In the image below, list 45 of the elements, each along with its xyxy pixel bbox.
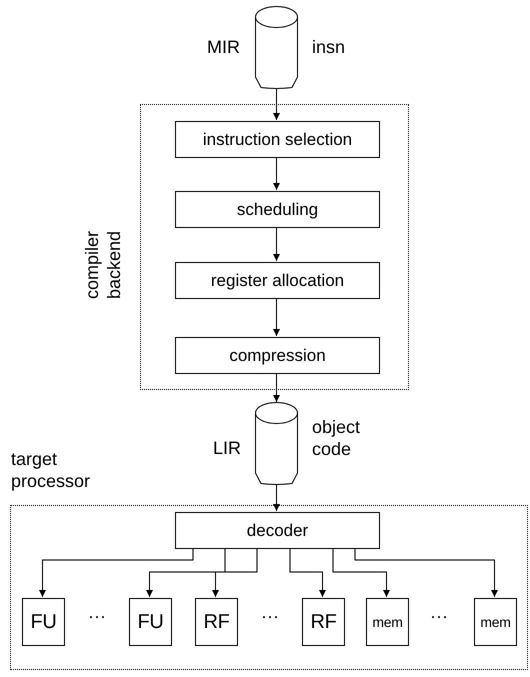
process-box xyxy=(175,512,380,549)
ellipsis-label: ··· xyxy=(88,605,106,627)
process-box xyxy=(195,598,238,646)
side-label: MIR xyxy=(206,36,240,58)
arrow xyxy=(332,548,390,598)
box-label: mem xyxy=(480,614,511,630)
box-label: scheduling xyxy=(236,200,318,220)
arrow xyxy=(273,156,280,190)
box-label: FU xyxy=(30,610,57,634)
arrow xyxy=(39,548,194,598)
process-box xyxy=(175,121,380,158)
box-label: RF xyxy=(310,610,337,634)
database-cylinder xyxy=(255,6,298,89)
process-box xyxy=(175,337,380,374)
process-box xyxy=(302,598,345,646)
arrow xyxy=(354,548,498,598)
group-label: target processor xyxy=(11,448,92,492)
arrow xyxy=(273,226,280,262)
arrow xyxy=(273,88,280,120)
group-label: compiler backend xyxy=(81,230,125,299)
side-label: insn xyxy=(312,36,346,58)
box-label: RF xyxy=(203,610,230,634)
process-box xyxy=(366,598,409,646)
database-cylinder xyxy=(255,402,298,485)
arrow xyxy=(273,484,280,512)
box-label: instruction selection xyxy=(202,130,352,150)
process-box xyxy=(474,598,517,646)
process-box xyxy=(22,598,65,646)
box-label: FU xyxy=(137,610,164,634)
side-label: object code xyxy=(312,416,362,460)
arrow xyxy=(290,548,326,598)
arrow xyxy=(273,298,280,336)
process-box xyxy=(129,598,172,646)
ellipsis-label: ··· xyxy=(430,605,448,627)
process-box xyxy=(175,191,380,228)
arrow xyxy=(146,548,226,598)
process-box xyxy=(175,262,380,299)
arrow xyxy=(212,548,258,598)
box-label: mem xyxy=(372,614,403,630)
arrow xyxy=(273,372,280,402)
box-label: compression xyxy=(229,346,326,366)
side-label: LIR xyxy=(212,437,241,459)
box-label: register allocation xyxy=(210,270,344,290)
ellipsis-label: ··· xyxy=(261,605,279,627)
box-label: decoder xyxy=(246,520,308,540)
